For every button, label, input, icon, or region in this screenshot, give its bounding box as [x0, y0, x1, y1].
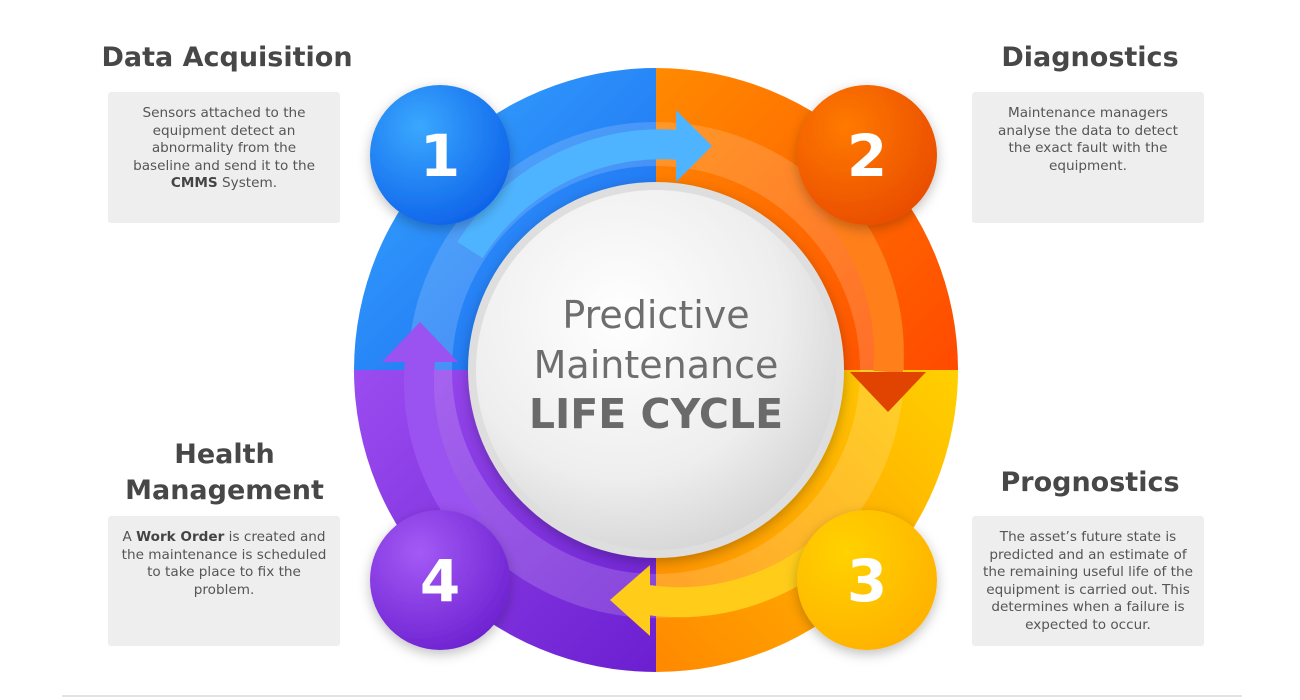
stage-1-desc-tail: System. [217, 175, 278, 191]
arrow-2-head [850, 372, 926, 412]
stage-4-desc-tail: is created and the maintenance is schedu… [121, 529, 327, 598]
stage-4-description: A Work Order is created and the maintena… [108, 516, 340, 646]
stage-1-description: Sensors attached to the equipment detect… [108, 92, 340, 223]
arrow-1-head [676, 110, 712, 182]
bottom-divider [62, 695, 1242, 697]
stage-4-title: Health Management [92, 437, 357, 509]
center-title-line-2: Maintenance [534, 343, 779, 387]
center-circle-face [476, 190, 836, 550]
stage-2-description: Maintenance managers analyse the data to… [972, 92, 1204, 223]
step-number-3: 3 [847, 547, 887, 615]
step-number-1: 1 [420, 122, 460, 190]
arrow-4-head [382, 322, 458, 362]
step-badge-4: 4 [370, 510, 510, 650]
stage-4-desc-head: A [122, 529, 137, 545]
center-title-line-3: LIFE CYCLE [529, 390, 783, 438]
work-order-term: Work Order [136, 529, 225, 545]
arrow-2-to-3 [826, 200, 904, 374]
center-title-line-1: Predictive [562, 293, 749, 337]
step-number-4: 4 [420, 547, 460, 615]
stage-3-title: Prognostics [1000, 467, 1180, 498]
arrow-3-head [610, 565, 650, 636]
stage-3-desc-text: The asset’s future state is predicted an… [983, 529, 1193, 633]
stage-1-title: Data Acquisition [101, 42, 353, 73]
stage-2-desc-text: Maintenance managers analyse the data to… [998, 105, 1178, 174]
step-badge-3: 3 [797, 510, 937, 650]
arrow-4-to-1 [403, 358, 482, 535]
step-badge-1: 1 [370, 85, 510, 225]
step-number-2: 2 [847, 122, 887, 190]
step-badge-2: 2 [797, 85, 937, 225]
stage-4-title-line1: Health [174, 439, 275, 470]
stage-4-title-line2: Management [125, 475, 324, 506]
stage-3-description: The asset’s future state is predicted an… [972, 516, 1204, 646]
arrow-1-to-2 [457, 129, 682, 259]
stage-2-title: Diagnostics [1001, 42, 1179, 73]
cmms-term: CMMS [170, 175, 218, 191]
stage-1-desc-text: Sensors attached to the equipment detect… [133, 105, 315, 174]
